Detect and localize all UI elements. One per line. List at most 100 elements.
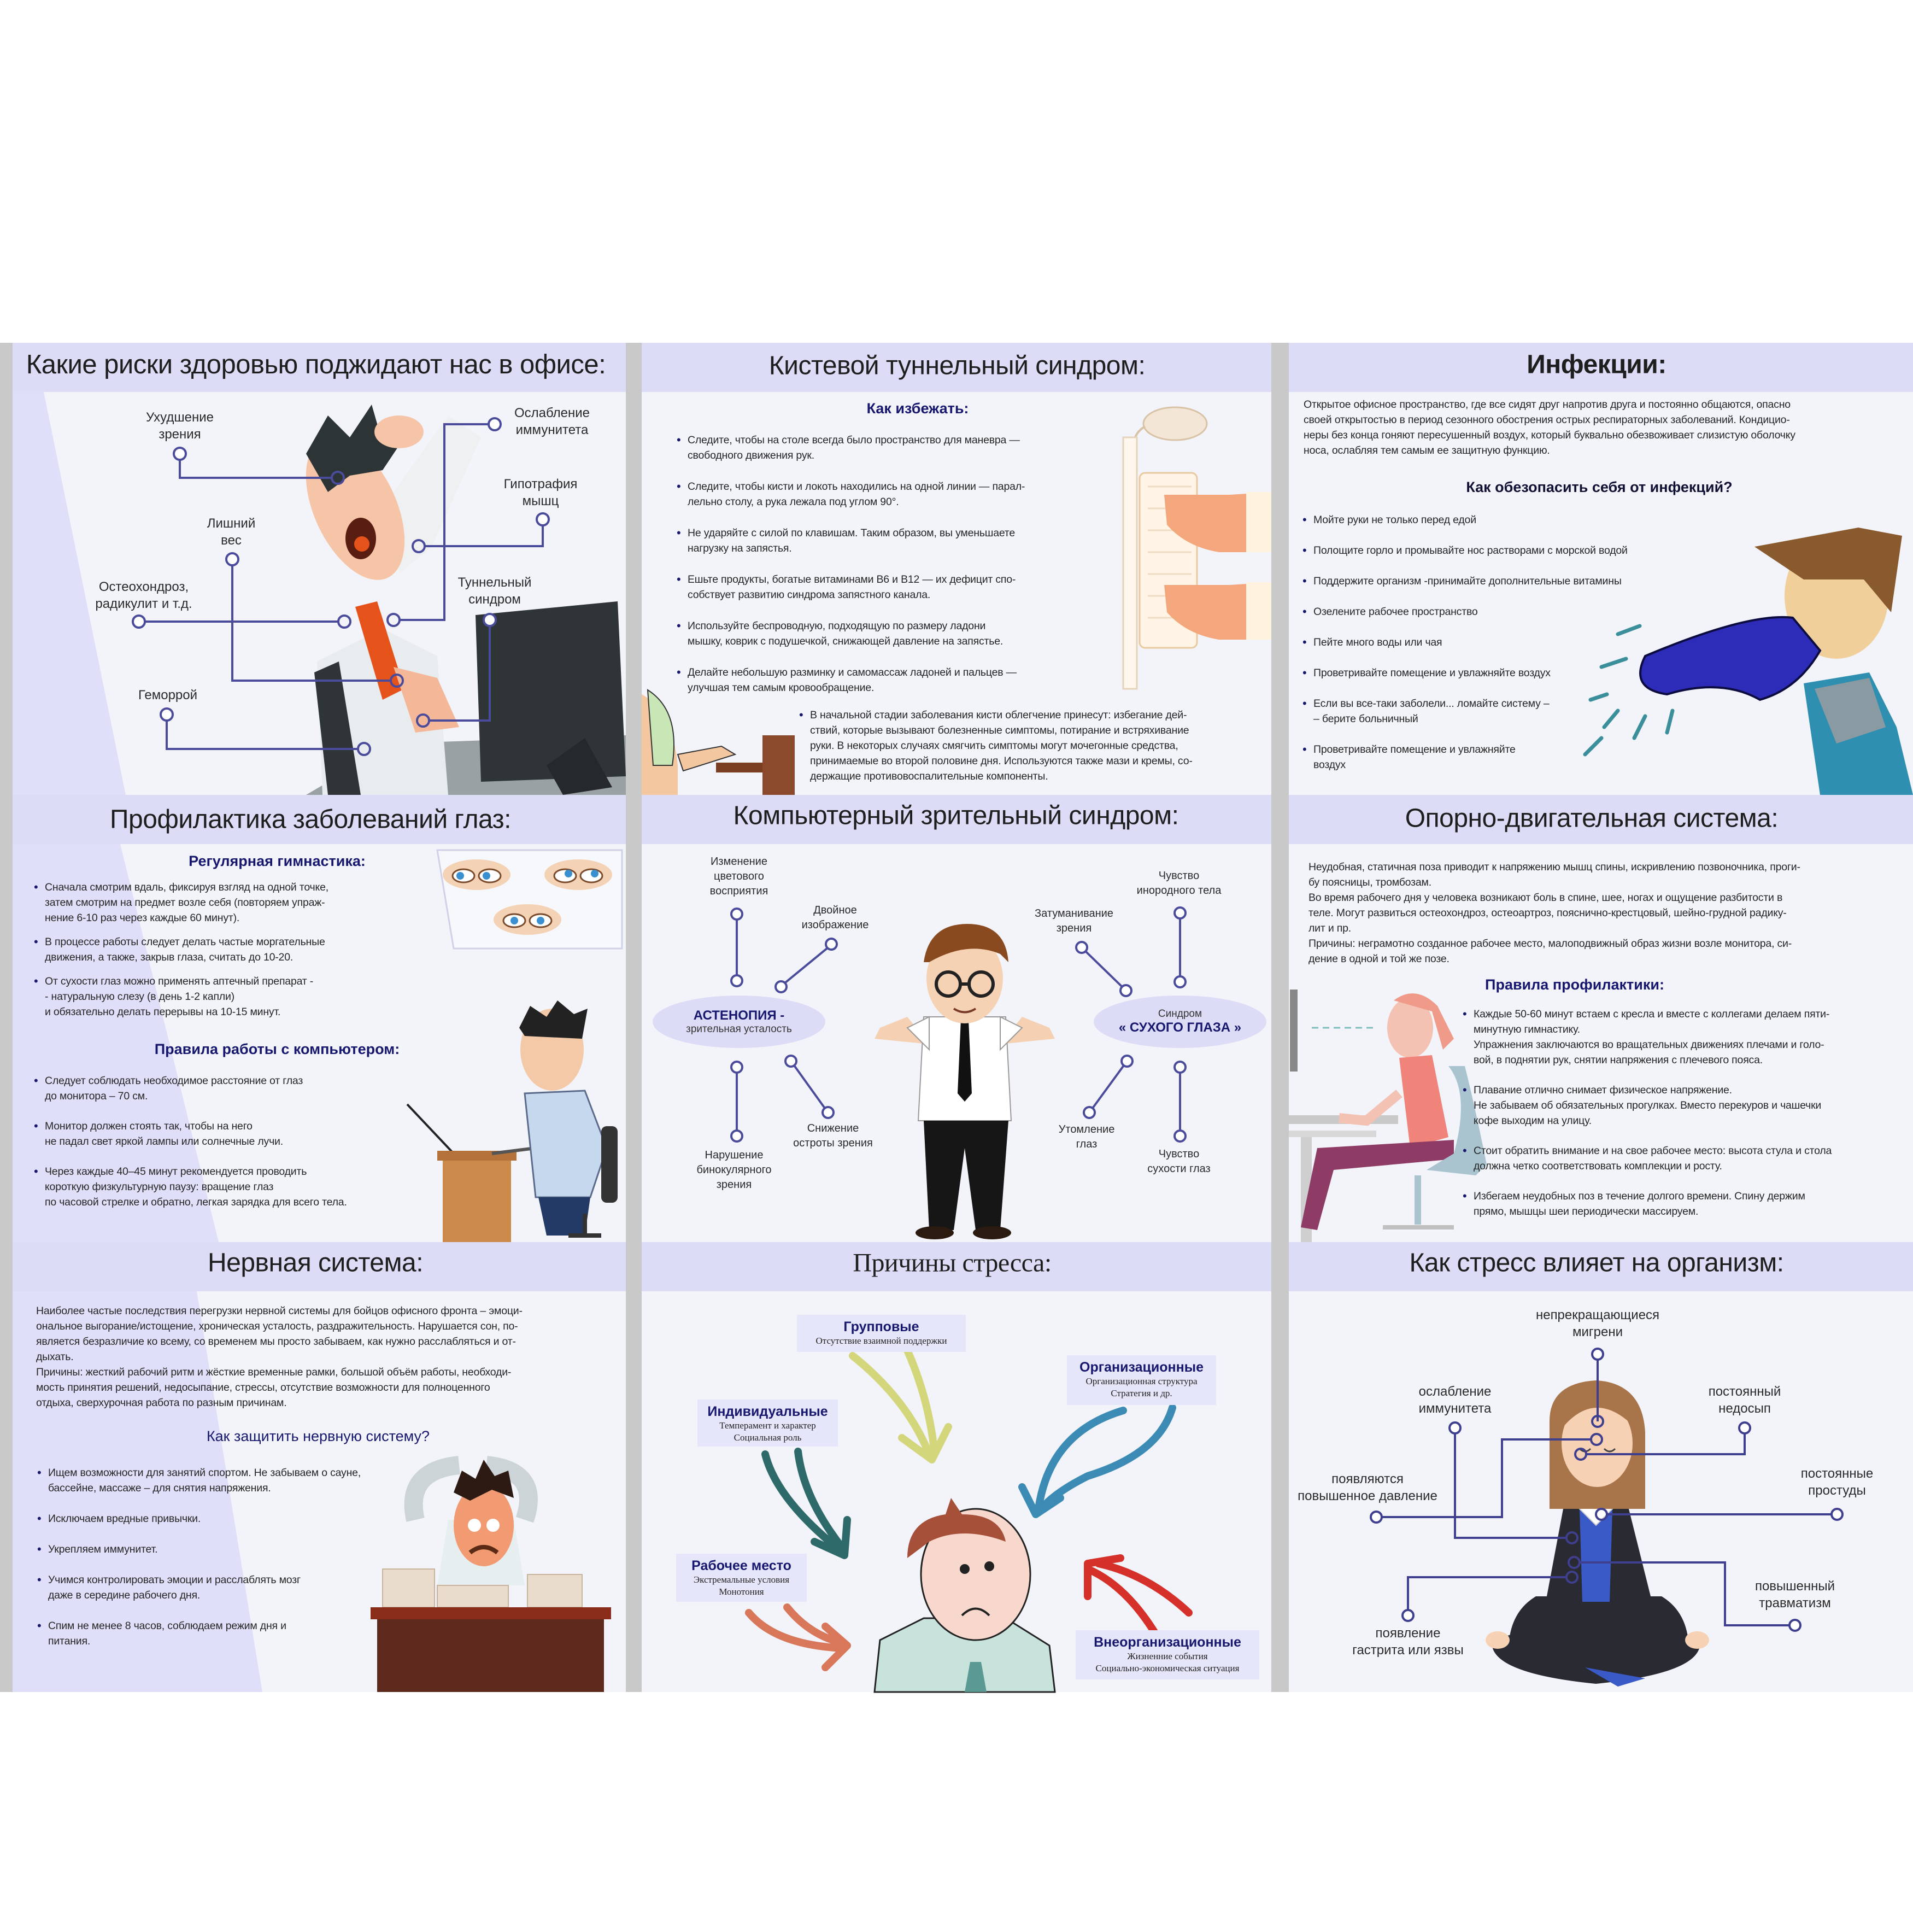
man-at-laptop-illustration (406, 1000, 618, 1242)
column-separator (626, 343, 642, 1692)
arrow-external (1084, 1554, 1193, 1638)
bullet-icon: • (677, 433, 681, 447)
bullet-icon: • (1302, 635, 1307, 649)
musculo-subtitle: Правила профилактики: (1485, 976, 1664, 993)
list-item: • Укрепляем иммунитет. (37, 1542, 398, 1557)
stress-effect-connectors (1370, 1348, 1844, 1632)
cvs-connectors (730, 906, 1187, 1143)
nervous-man-illustration (371, 1456, 611, 1692)
list-item-text: Следите, чтобы кисти и локоть находились… (688, 481, 1025, 508)
list-item-text: Спим не менее 8 часов, соблюдаем режим д… (48, 1620, 286, 1647)
list-item-text: Озелените рабочее пространство (1313, 606, 1478, 618)
cvs-label-blur: Затуманивание зрения (1035, 908, 1113, 934)
cause-group: Групповые Отсутствие взаимной поддержки (797, 1315, 966, 1352)
bullet-icon: • (1302, 742, 1307, 756)
musculo-tips-list: • Каждые 50-60 минут встаем с кресла и вм… (1463, 1006, 1911, 1219)
list-item: • Следует соблюдать необходимое расстояни… (34, 1073, 427, 1104)
list-item-text: Следите, чтобы на столе всегда было прос… (688, 434, 1020, 461)
cause-individual: Индивидуальные Темперамент и характер Со… (697, 1400, 838, 1447)
bullet-icon: • (37, 1573, 42, 1586)
cvs-label-double: Двойное изображение (801, 904, 869, 931)
list-item-text: Делайте небольшую разминку и самомассаж … (688, 666, 1017, 694)
risks-title: Какие риски здоровью поджидают нас в офи… (26, 350, 606, 379)
list-item-text: Учимся контролировать эмоции и расслабля… (48, 1574, 301, 1601)
bullet-icon: • (34, 1119, 38, 1133)
glasses-man-illustration (875, 924, 1055, 1239)
bullet-icon: • (677, 479, 681, 493)
carpal-subtitle: Как избежать: (866, 400, 969, 417)
risk-label-osteo: Остеохондроз, радикулит и т.д. (95, 579, 192, 611)
list-item: •Используйте беспроводную, подходящую по… (677, 618, 1092, 649)
list-item: • Если вы все-таки заболели... ломайте си… (1302, 696, 1652, 727)
shading-wedge (13, 844, 219, 1242)
effect-label-colds: постоянные простуды (1800, 1466, 1874, 1498)
list-item: •Делайте небольшую разминку и самомассаж… (677, 665, 1092, 695)
infections-tips-list: •Мойте руки не только перед едой•Полощит… (1302, 512, 1652, 772)
bullet-icon: • (1302, 605, 1307, 618)
bullet-icon: • (1463, 1144, 1467, 1157)
eyes-pc-list: • Следует соблюдать необходимое расстояни… (34, 1073, 427, 1210)
infections-title: Инфекции: (1527, 350, 1666, 379)
asthenopia-badge: АСТЕНОПИЯ - зрительная усталость (686, 1008, 792, 1035)
column-separator (1271, 343, 1289, 1692)
header-band (13, 1242, 626, 1291)
list-item: •Не ударяйте с силой по клавишам. Таким … (677, 525, 1092, 556)
list-item-text: Используйте беспроводную, подходящую по … (688, 620, 1004, 647)
risk-label-hemorrhoids: Геморрой (138, 688, 198, 702)
list-item-text: Если вы все-таки заболели... ломайте сис… (1313, 698, 1550, 725)
list-item: •Через каждые 40–45 минут рекомендуется … (34, 1164, 427, 1210)
cause-details: Организационная структура Стратегия и др… (1085, 1376, 1198, 1398)
shading-wedge (13, 392, 126, 795)
list-item: • Учимся контролировать эмоции и расслабл… (37, 1572, 398, 1603)
list-item-text: Проветривайте помещение и увлажняйте воз… (1313, 667, 1551, 679)
list-item-text: В процессе работы следует делать частые … (45, 936, 325, 963)
asthenopia-subtitle: зрительная усталость (686, 1023, 792, 1035)
dry-eye-title: « СУХОГО ГЛАЗА » (1118, 1020, 1242, 1035)
cause-details: Экстремальные условия Монотония (693, 1574, 790, 1597)
bullet-icon: • (1302, 574, 1307, 588)
list-item: •Ищем возможности для занятий спортом. Н… (37, 1465, 398, 1496)
carpal-tips-list: • Следите, чтобы на столе всегда было про… (677, 432, 1092, 695)
arrow-group (849, 1346, 952, 1463)
list-item: •В начальной стадии заболевания кисти об… (799, 707, 1264, 784)
list-item: •Поддержите организм -принимайте дополни… (1302, 573, 1652, 589)
list-item-text: Следует соблюдать необходимое расстояние… (45, 1075, 303, 1102)
list-item-text: Каждые 50-60 минут встаем с кресла и вме… (1474, 1008, 1830, 1066)
list-item-text: Укрепляем иммунитет. (48, 1543, 158, 1555)
bullet-icon: • (37, 1466, 42, 1479)
sneezing-man-illustration (1583, 528, 1913, 795)
effect-label-pressure: появляются повышенное давление (1298, 1472, 1437, 1503)
cause-title: Рабочее место (691, 1558, 791, 1573)
cause-details: Жизненние события Социально-экономическа… (1095, 1651, 1240, 1673)
list-item: • Следите, чтобы кисти и локоть находилис… (677, 479, 1092, 510)
list-item-text: Мойте руки не только перед едой (1313, 514, 1476, 526)
list-item: •Плавание отлично снимает физическое нап… (1463, 1082, 1911, 1128)
stressed-man-illustration (306, 405, 626, 795)
effect-label-migraine: непрекращающиеся мигрени (1535, 1308, 1660, 1339)
bullet-icon: • (1302, 666, 1307, 680)
cause-details: Темперамент и характер Социальная роль (719, 1420, 816, 1443)
list-item-text: Проветривайте помещение и увлажняйте воз… (1313, 743, 1516, 771)
cause-title: Организационные (1079, 1360, 1204, 1375)
bullet-icon: • (1302, 696, 1307, 710)
cvs-label-foreign: Чувство инородного тела (1136, 870, 1222, 897)
cause-details: Отсутствие взаимной поддержки (815, 1336, 947, 1346)
cvs-title: Компьютерный зрительный синдром: (733, 801, 1179, 830)
list-item: •Стоит обратить внимание и на свое рабоч… (1463, 1143, 1911, 1174)
list-item-text: Монитор должен стоять так, чтобы на него… (45, 1120, 283, 1148)
cause-title: Групповые (843, 1319, 919, 1334)
bullet-icon: • (37, 1619, 42, 1632)
bullet-icon: • (37, 1542, 42, 1556)
list-item-text: Сначала смотрим вдаль, фиксируя взгляд н… (45, 881, 328, 924)
risk-label-vision: Ухудшение зрения (146, 410, 214, 442)
bullet-icon: • (34, 1074, 38, 1087)
bullet-icon: • (34, 1164, 38, 1178)
bullet-icon: • (34, 880, 38, 894)
eyes-title: Профилактика заболеваний глаз: (110, 805, 511, 834)
list-item: • Проветривайте помещение и увлажняйте во… (1302, 665, 1652, 681)
nervous-tips-list: •Ищем возможности для занятий спортом. Н… (37, 1465, 398, 1649)
nervous-title: Нервная система: (207, 1248, 424, 1278)
list-item: •От сухости глаз можно применять аптечны… (34, 974, 416, 1020)
cause-workplace: Рабочее место Экстремальные условия Моно… (676, 1554, 807, 1602)
